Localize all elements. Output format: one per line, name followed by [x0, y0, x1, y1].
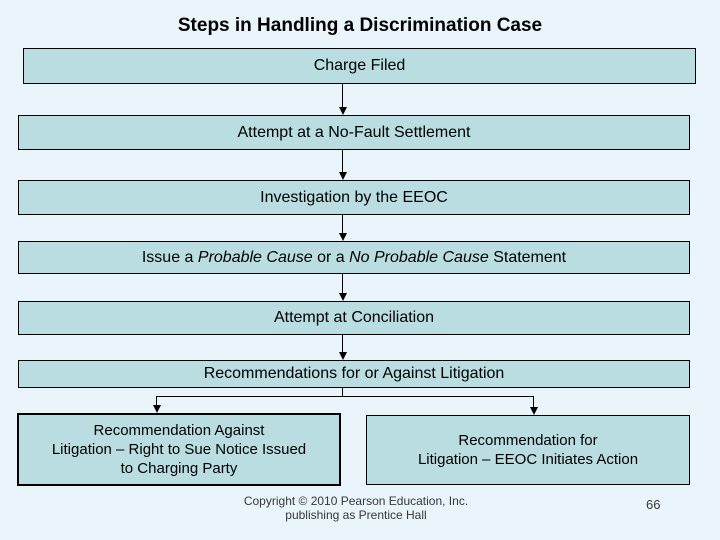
- flow-step-charge-filed: Charge Filed: [23, 48, 696, 84]
- branch-arrow-left: [152, 396, 161, 413]
- flow-arrow-5: [338, 335, 347, 360]
- flow-step-no-fault-settlement: Attempt at a No-Fault Settlement: [18, 115, 690, 150]
- branch-arrow-right: [529, 396, 538, 415]
- branch-connector-horizontal-line: [156, 396, 534, 397]
- arrow-down-icon: [338, 293, 347, 301]
- flow-step-conciliation: Attempt at Conciliation: [18, 301, 690, 335]
- branch-connector-stub: [342, 387, 343, 396]
- arrow-down-icon: [338, 172, 347, 180]
- page-title: Steps in Handling a Discrimination Case: [177, 15, 543, 36]
- outcome-box-for-litigation: Recommendation for Litigation – EEOC Ini…: [366, 415, 690, 485]
- flow-step-label: Recommendations for or Against Litigatio…: [203, 365, 505, 382]
- flow-step-label: Charge Filed: [313, 57, 406, 74]
- arrow-down-icon: [529, 407, 538, 415]
- arrow-line: [342, 335, 343, 352]
- flow-step-label: Attempt at a No-Fault Settlement: [237, 123, 471, 141]
- slide-page-number: 66: [646, 497, 661, 512]
- flow-step-probable-cause-statement: Issue a Probable Cause or a No Probable …: [18, 241, 690, 274]
- flow-step-label: Investigation by the EEOC: [260, 188, 448, 206]
- arrow-line: [342, 84, 343, 107]
- arrow-line: [156, 396, 157, 405]
- outcome-label: Recommendation for Litigation – EEOC Ini…: [417, 431, 639, 468]
- copyright-footer: Copyright © 2010 Pearson Education, Inc.…: [0, 494, 712, 522]
- flow-step-label: Issue a Probable Cause or a No Probable …: [141, 248, 567, 266]
- arrow-down-icon: [338, 233, 347, 241]
- arrow-line: [342, 150, 343, 172]
- flow-arrow-2: [338, 150, 347, 180]
- flow-step-label: Attempt at Conciliation: [273, 309, 435, 326]
- flow-arrow-3: [338, 215, 347, 241]
- arrow-down-icon: [338, 107, 347, 115]
- flow-arrow-4: [338, 274, 347, 301]
- copyright-line-1: Copyright © 2010 Pearson Education, Inc.: [243, 494, 469, 508]
- arrow-down-icon: [338, 352, 347, 360]
- outcome-label: Recommendation Against Litigation – Righ…: [51, 421, 307, 478]
- flow-arrow-1: [338, 84, 347, 115]
- flow-step-litigation-recommendations: Recommendations for or Against Litigatio…: [18, 360, 690, 388]
- arrow-line: [342, 274, 343, 293]
- flow-step-eeoc-investigation: Investigation by the EEOC: [18, 180, 690, 215]
- copyright-line-2: publishing as Prentice Hall: [285, 508, 427, 522]
- outcome-box-against-litigation: Recommendation Against Litigation – Righ…: [17, 413, 341, 486]
- arrow-down-icon: [152, 405, 161, 413]
- arrow-line: [533, 396, 534, 407]
- arrow-line: [342, 215, 343, 233]
